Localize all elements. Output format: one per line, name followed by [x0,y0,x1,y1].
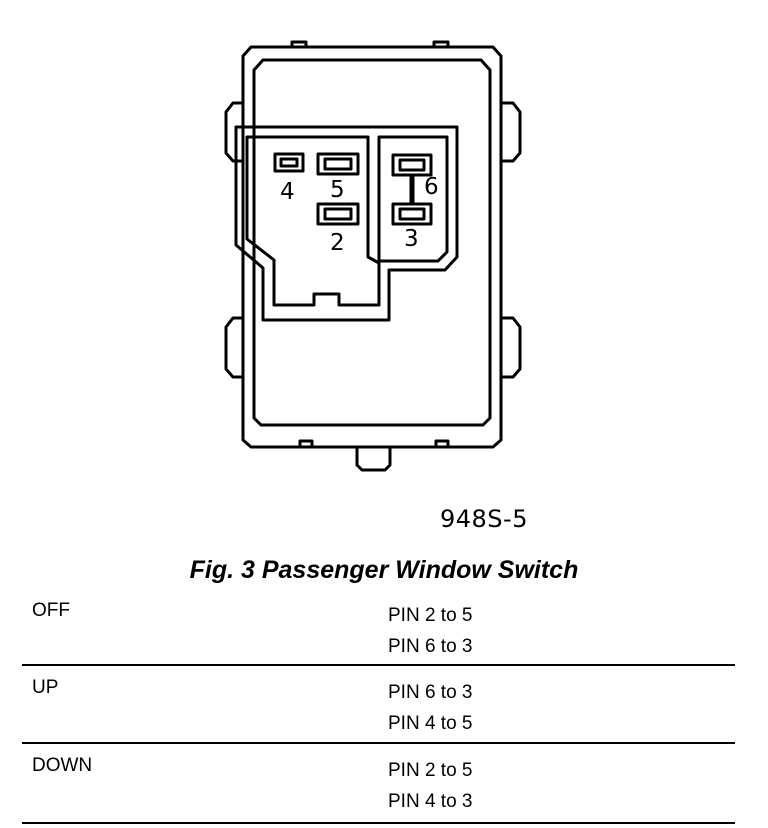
pin-continuity-list: PIN 6 to 3 PIN 4 to 5 [388,677,473,739]
pin-continuity: PIN 4 to 3 [388,791,473,812]
pin-continuity: PIN 2 to 5 [388,605,473,626]
pin-label-5: 5 [330,177,345,203]
pin-label-2: 2 [330,230,345,256]
pin-label-6: 6 [424,174,439,200]
connector-cavity-left [245,135,381,307]
switch-housing-outer [241,45,503,449]
housing-top-tab-right [432,40,450,47]
switch-position-label: DOWN [32,755,93,776]
pin-continuity: PIN 6 to 3 [388,682,473,703]
housing-side-lug-left-lower [224,316,243,379]
housing-bottom-latch [355,447,392,472]
pin-continuity: PIN 6 to 3 [388,636,473,657]
pin-label-4: 4 [280,179,295,205]
connector-shroud-outer [234,125,459,322]
switch-connector-diagram: 4 5 6 2 3 [224,40,522,472]
diagram-reference-code: 948S-5 [440,505,528,533]
switch-housing-inner [252,58,492,427]
pin-continuity-list: PIN 2 to 5 PIN 4 to 3 [388,755,473,817]
switch-position-label: OFF [32,600,70,621]
figure-caption: Fig. 3 Passenger Window Switch [189,556,579,584]
connector-cavity-right [377,135,449,263]
pin-continuity: PIN 4 to 5 [388,713,473,734]
housing-top-tab-left [290,40,308,47]
pin-continuity: PIN 2 to 5 [388,760,473,781]
pin-continuity-table: OFF PIN 2 to 5 PIN 6 to 3 UP PIN 6 to 3 … [22,600,735,824]
switch-position-label: UP [32,677,59,698]
pin-2-terminal [316,202,360,226]
table-row-up: UP PIN 6 to 3 PIN 4 to 5 [22,666,735,744]
pin-5-terminal [316,152,360,176]
pin-label-3: 3 [404,226,419,252]
housing-bottom-tab-right [434,439,450,447]
pin-continuity-list: PIN 2 to 5 PIN 6 to 3 [388,600,473,662]
housing-side-lug-right-lower [501,316,522,379]
pin-4-terminal [273,152,305,173]
table-row-off: OFF PIN 2 to 5 PIN 6 to 3 [22,600,735,666]
housing-side-lug-right-upper [501,101,522,163]
table-row-down: DOWN PIN 2 to 5 PIN 4 to 3 [22,744,735,824]
housing-bottom-tab-left [298,439,314,447]
